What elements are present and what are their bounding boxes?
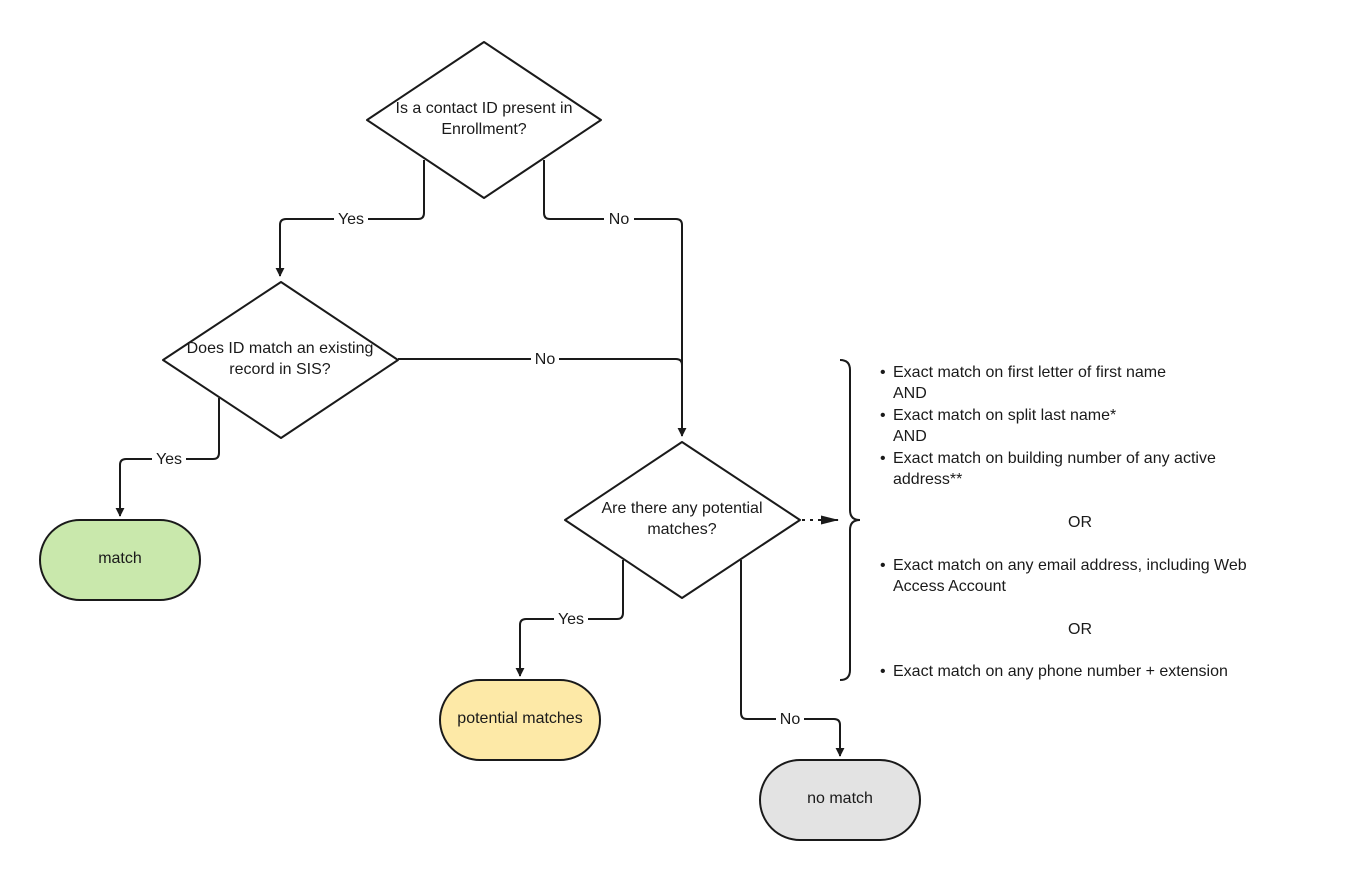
criteria-item: • Exact match on split last name*: [880, 405, 1320, 426]
criteria-or: OR: [1068, 620, 1092, 638]
edge-label-no: No: [780, 711, 801, 728]
decision-text-line: Does ID match an existing: [187, 340, 374, 357]
decision-text-line: Is a contact ID present in: [396, 100, 573, 117]
edge-label-yes: Yes: [558, 611, 584, 628]
terminal-label: potential matches: [457, 710, 582, 727]
terminal-no-match: no match: [759, 759, 921, 841]
terminal-potential-matches: potential matches: [439, 679, 601, 761]
decision-text-line: record in SIS?: [229, 361, 330, 378]
terminal-match: match: [39, 519, 201, 601]
criteria-item: • Exact match on building number of any a…: [880, 448, 1320, 469]
edge-no-from-id-match: [398, 358, 683, 436]
criteria-spacer: [880, 597, 1320, 618]
terminal-label: match: [98, 550, 142, 567]
criteria-or: OR: [1068, 513, 1092, 531]
edge-label-yes: Yes: [338, 211, 364, 228]
criteria-text: Exact match on any phone number + extens…: [893, 663, 1228, 681]
match-criteria-list: • Exact match on first letter of first na…: [880, 362, 1320, 683]
criteria-spacer: [880, 490, 1320, 511]
edge-label-no: No: [535, 351, 556, 368]
decision-potential-matches: Are there any potential matches?: [564, 441, 801, 599]
bullet-icon: •: [880, 449, 886, 467]
terminal-label: no match: [807, 790, 873, 807]
criteria-connector: AND: [893, 428, 927, 446]
criteria-text-continued: address**: [893, 470, 963, 488]
bullet-icon: •: [880, 406, 886, 424]
criteria-text: Exact match on building number of any ac…: [893, 449, 1216, 467]
edge-no-from-contact-id: [543, 160, 687, 437]
bullet-icon: •: [880, 556, 886, 574]
criteria-brace: [839, 359, 861, 681]
criteria-item: • Exact match on first letter of first na…: [880, 362, 1320, 383]
criteria-text-continued: Access Account: [893, 577, 1006, 595]
decision-text-line: matches?: [647, 521, 716, 538]
decision-contact-id-present: Is a contact ID present in Enrollment?: [366, 41, 602, 199]
edge-label-yes: Yes: [156, 451, 182, 468]
criteria-spacer: [880, 533, 1320, 554]
bullet-icon: •: [880, 364, 886, 381]
decision-text-line: Are there any potential: [602, 500, 763, 517]
edge-label-no: No: [609, 211, 630, 228]
decision-text-line: Enrollment?: [441, 121, 526, 138]
bullet-icon: •: [880, 663, 886, 681]
decision-id-matches-record: Does ID match an existing record in SIS?: [162, 281, 399, 439]
criteria-text: Exact match on any email address, includ…: [893, 556, 1247, 574]
criteria-spacer: [880, 640, 1320, 661]
criteria-connector: AND: [893, 385, 927, 403]
criteria-item: • Exact match on any email address, inclu…: [880, 555, 1320, 576]
criteria-text: Exact match on split last name*: [893, 406, 1117, 424]
criteria-text: Exact match on first letter of first nam…: [893, 364, 1166, 381]
criteria-item: • Exact match on any phone number + exten…: [880, 661, 1320, 682]
